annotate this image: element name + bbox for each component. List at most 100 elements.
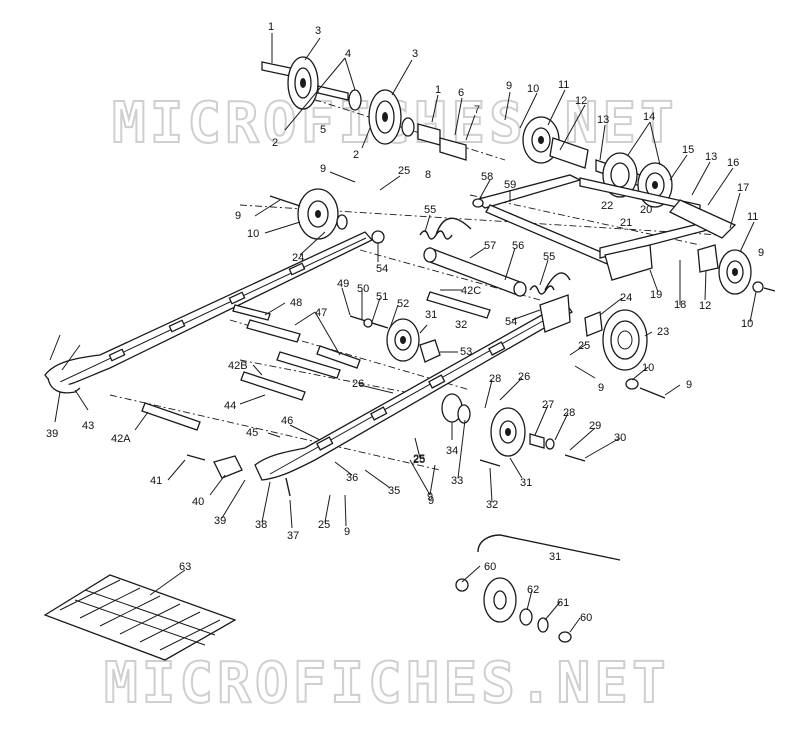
callout-label: 3 bbox=[315, 25, 321, 37]
callout-label: 47 bbox=[315, 307, 327, 319]
torsion-springs bbox=[371, 217, 571, 297]
callout-label: 9 bbox=[598, 382, 604, 394]
callout-label: 50 bbox=[357, 283, 369, 295]
callout-label: 1 bbox=[268, 21, 274, 33]
callout-label: 62 bbox=[527, 584, 539, 596]
callout-label: 41 bbox=[150, 475, 162, 487]
callout-label: 31 bbox=[520, 477, 532, 489]
callout-label: 44 bbox=[224, 400, 236, 412]
callout-label: 42C bbox=[461, 285, 481, 297]
callout-label: 59 bbox=[504, 179, 516, 191]
callout-label: 31 bbox=[425, 309, 437, 321]
callout-label: 25 bbox=[413, 454, 425, 466]
callout-label: 5 bbox=[320, 124, 326, 136]
callout-label: 56 bbox=[512, 240, 524, 252]
callout-label: 9 bbox=[427, 491, 433, 503]
callout-label: 8 bbox=[425, 169, 431, 181]
right-rail bbox=[254, 294, 573, 481]
callout-label: 9 bbox=[506, 80, 512, 92]
callout-label: 24 bbox=[620, 292, 632, 304]
callout-label: 9 bbox=[320, 163, 326, 175]
callout-label: 60 bbox=[580, 612, 592, 624]
callout-label: 42B bbox=[228, 360, 248, 372]
wheel-detail bbox=[455, 534, 621, 643]
right-idler-wheel bbox=[697, 244, 776, 295]
callout-label: 26 bbox=[518, 371, 530, 383]
callout-label: 12 bbox=[699, 300, 711, 312]
callout-label: 29 bbox=[589, 420, 601, 432]
callout-label: 12 bbox=[575, 95, 587, 107]
rear-large-wheel bbox=[584, 309, 666, 399]
callout-label: 37 bbox=[287, 530, 299, 542]
callout-label: 49 bbox=[337, 278, 349, 290]
callout-label: 48 bbox=[290, 297, 302, 309]
callout-label: 34 bbox=[446, 445, 458, 457]
slide-bracket bbox=[186, 454, 291, 497]
callout-label: 28 bbox=[489, 373, 501, 385]
callout-label: 9 bbox=[428, 495, 434, 507]
callout-label: 32 bbox=[455, 319, 467, 331]
callout-label: 10 bbox=[642, 362, 654, 374]
center-idler-wheel bbox=[349, 315, 441, 363]
callout-label: 9 bbox=[344, 526, 350, 538]
callout-label: 36 bbox=[346, 472, 358, 484]
watermark-bottom: MICROFICHES.NET bbox=[104, 651, 670, 716]
callout-label: 38 bbox=[255, 519, 267, 531]
callout-label: 30 bbox=[614, 432, 626, 444]
callout-label: 14 bbox=[643, 111, 655, 123]
callout-label: 57 bbox=[484, 240, 496, 252]
callout-label: 13 bbox=[597, 114, 609, 126]
callout-label: 10 bbox=[527, 83, 539, 95]
callout-label: 35 bbox=[388, 485, 400, 497]
callout-label: 9 bbox=[686, 379, 692, 391]
callout-label: 22 bbox=[601, 200, 613, 212]
callout-label: 9 bbox=[758, 247, 764, 259]
front-axle-assembly bbox=[261, 56, 467, 161]
callout-label: 54 bbox=[505, 316, 517, 328]
callout-label: 31 bbox=[549, 551, 561, 563]
callout-labels: 1 3 4 3 5 2 2 1 6 7 8 9 10 11 12 13 14 1… bbox=[46, 21, 764, 624]
callout-label: 43 bbox=[82, 420, 94, 432]
callout-label: 3 bbox=[412, 48, 418, 60]
lower-idler-wheel bbox=[441, 393, 586, 467]
callout-label: 9 bbox=[235, 210, 241, 222]
callout-label: 18 bbox=[674, 299, 686, 311]
callout-label: 19 bbox=[650, 289, 662, 301]
callout-label: 28 bbox=[563, 407, 575, 419]
left-rail bbox=[44, 231, 374, 394]
callout-label: 25 bbox=[578, 340, 590, 352]
callout-label: 2 bbox=[353, 149, 359, 161]
callout-label: 54 bbox=[376, 263, 388, 275]
callout-label: 46 bbox=[281, 415, 293, 427]
callout-label: 24 bbox=[292, 252, 304, 264]
callout-label: 45 bbox=[246, 427, 258, 439]
callout-label: 39 bbox=[46, 428, 58, 440]
callout-label: 32 bbox=[486, 499, 498, 511]
callout-label: 53 bbox=[460, 346, 472, 358]
callout-label: 2 bbox=[272, 137, 278, 149]
callout-label: 39 bbox=[214, 515, 226, 527]
callout-label: 42A bbox=[111, 433, 131, 445]
callout-label: 58 bbox=[481, 171, 493, 183]
callout-label: 60 bbox=[484, 561, 496, 573]
callout-label: 11 bbox=[747, 211, 758, 223]
callout-label: 13 bbox=[705, 151, 717, 163]
callout-label: 10 bbox=[247, 228, 259, 240]
callout-label: 55 bbox=[543, 251, 555, 263]
leader-lines bbox=[49, 33, 757, 633]
callout-label: 4 bbox=[345, 48, 351, 60]
callout-label: 20 bbox=[640, 204, 652, 216]
callout-label: 26 bbox=[352, 378, 364, 390]
left-upper-wheel bbox=[269, 188, 348, 240]
callout-label: 63 bbox=[179, 561, 191, 573]
callout-label: 11 bbox=[558, 79, 569, 91]
callout-label: 15 bbox=[682, 144, 694, 156]
callout-label: 25 bbox=[413, 453, 425, 465]
callout-label: 25 bbox=[318, 519, 330, 531]
callout-label: 25 bbox=[398, 165, 410, 177]
callout-label: 55 bbox=[424, 204, 436, 216]
callout-label: 23 bbox=[657, 326, 669, 338]
callout-label: 52 bbox=[397, 298, 409, 310]
callout-label: 6 bbox=[458, 87, 464, 99]
